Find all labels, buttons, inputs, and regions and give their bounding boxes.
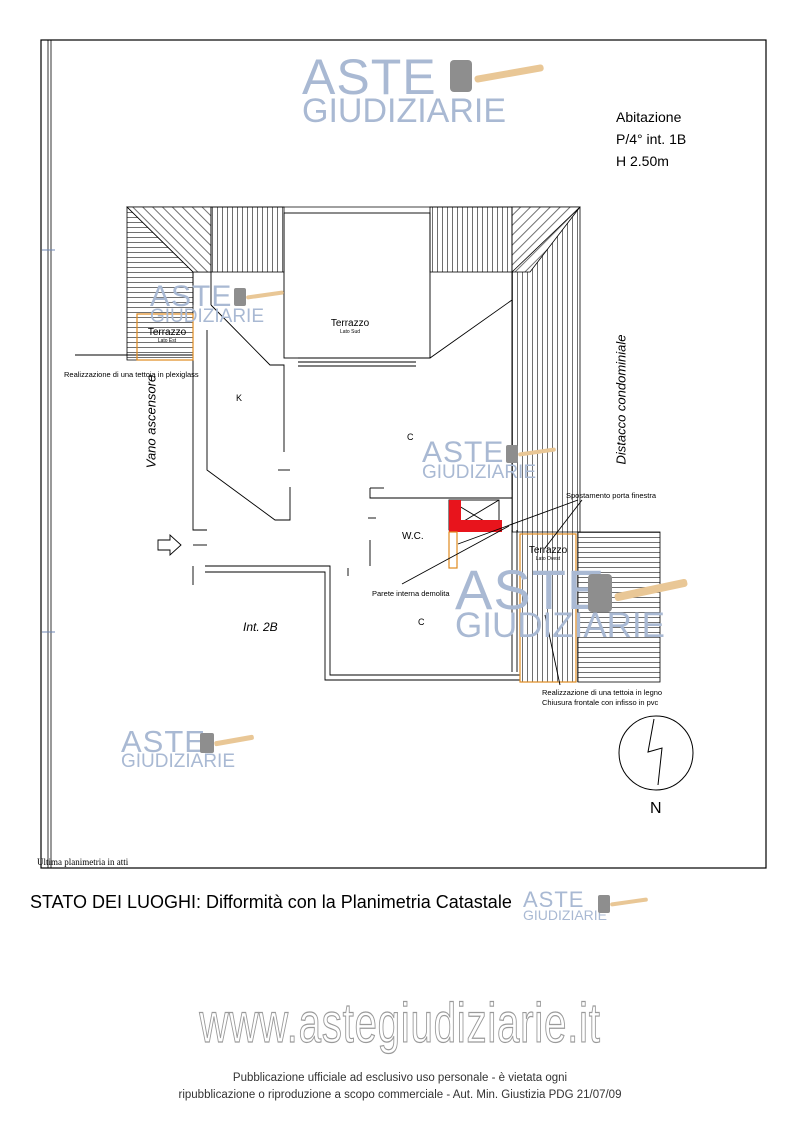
watermark-logo: ASTE GIUDIZIARIE <box>422 436 537 483</box>
legal-notice-line: Pubblicazione ufficiale ad esclusivo uso… <box>232 1072 568 1084</box>
gavel-icon <box>506 445 556 463</box>
room-title: Terrazzo <box>147 327 187 338</box>
page-caption: STATO DEI LUOGHI: Difformità con la Plan… <box>30 892 512 912</box>
room-label-int-2b: Int. 2B <box>243 620 278 634</box>
room-label-terrazzo-est: Terrazzo Lato Est <box>147 327 187 344</box>
entry-arrow <box>157 533 182 557</box>
site-watermark: www.astegiudiziarie.it <box>199 990 601 1054</box>
annotation-parete-demolita: Parete interna demolita <box>372 589 450 598</box>
room-subtitle: Lato Ovest <box>535 556 561 562</box>
plan-header-line: H 2.50m <box>616 153 669 169</box>
gavel-icon <box>200 733 254 753</box>
room-subtitle: Lato Est <box>157 338 177 344</box>
annotation-tettoia-plexiglass: Realizzazione di una tettoia in plexigla… <box>64 370 199 379</box>
plan-header-line: P/4° int. 1B <box>616 131 687 147</box>
gavel-icon <box>598 895 648 913</box>
plan-header: Abitazione P/4° int. 1B H 2.50m <box>616 106 686 172</box>
north-label: N <box>650 800 662 817</box>
room-label-corridor: C <box>418 617 425 627</box>
annotation-tettoia-legno: Realizzazione di una tettoia in legno Ch… <box>542 688 662 708</box>
gavel-icon <box>234 288 284 306</box>
watermark-logo: ASTE GIUDIZIARIE <box>121 724 236 772</box>
watermark-logo: ASTE GIUDIZIARIE <box>455 558 666 645</box>
north-arrow <box>618 715 694 791</box>
demolished-wall-highlight <box>449 500 502 532</box>
room-label-terrazzo-ovest: Terrazzo Lato Ovest <box>522 545 574 562</box>
watermark-logo: ASTE GIUDIZIARIE <box>523 887 608 923</box>
gavel-icon <box>450 60 544 92</box>
annotation-line: Realizzazione di una tettoia in legno <box>542 688 663 697</box>
room-label-wc: W.C. <box>402 531 424 542</box>
leader-lines <box>401 499 583 686</box>
room-label-corridor: C <box>407 432 414 442</box>
roof-hatch-top <box>210 206 513 273</box>
plan-footer-note: Ultima planimetria in atti <box>37 857 129 867</box>
room-label-kitchen: K <box>236 393 243 403</box>
room-title: Terrazzo <box>330 318 370 329</box>
room-title: Terrazzo <box>528 545 568 556</box>
plan-header-line: Abitazione <box>616 109 682 125</box>
gavel-icon <box>588 574 688 612</box>
annotation-spostamento-porta: Spostamento porta finestra <box>566 491 657 500</box>
room-subtitle: Lato Sud <box>339 329 361 335</box>
legal-notice-line: ripubblicazione o riproduzione a scopo c… <box>178 1089 622 1101</box>
roof-hatch-right <box>511 206 661 683</box>
terrace-outlines <box>136 313 577 683</box>
sheet-frame <box>40 39 767 869</box>
annotation-line: Chiusura frontale con infisso in pvc <box>542 698 659 707</box>
walls <box>75 212 521 681</box>
label-distacco-condominiale: Distacco condominiale <box>613 334 629 465</box>
watermark-logo: ASTE GIUDIZIARIE <box>150 280 265 327</box>
watermark-logo: ASTE GIUDIZIARIE <box>302 49 507 130</box>
room-label-terrazzo-sud: Terrazzo Lato Sud <box>320 318 380 335</box>
